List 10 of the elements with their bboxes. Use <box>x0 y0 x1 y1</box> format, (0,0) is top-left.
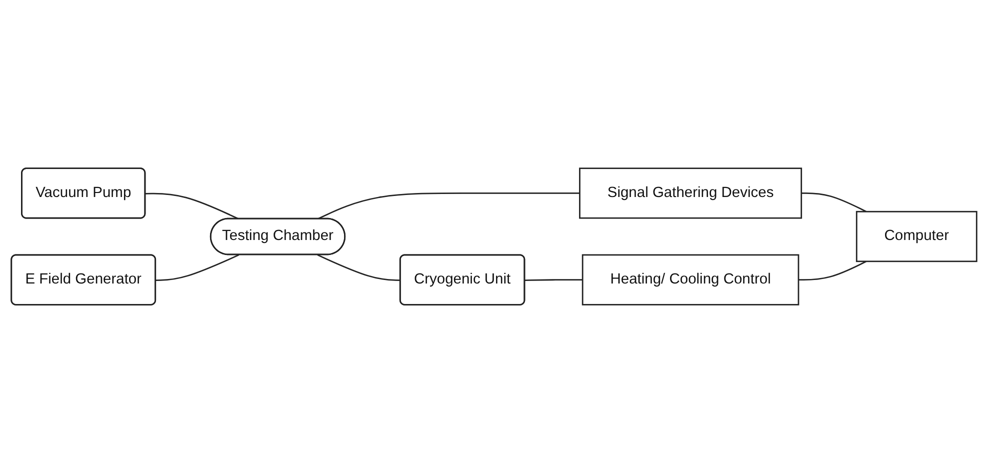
connector <box>798 260 867 280</box>
node-box: Signal Gathering Devices <box>579 168 802 219</box>
connector <box>156 254 240 281</box>
connector <box>145 192 240 220</box>
connector <box>801 192 867 212</box>
connector <box>317 254 401 281</box>
connector <box>317 192 580 220</box>
node-box: Computer <box>856 210 978 262</box>
node-box: Heating/ Cooling Control <box>582 254 800 306</box>
connector <box>524 279 583 281</box>
